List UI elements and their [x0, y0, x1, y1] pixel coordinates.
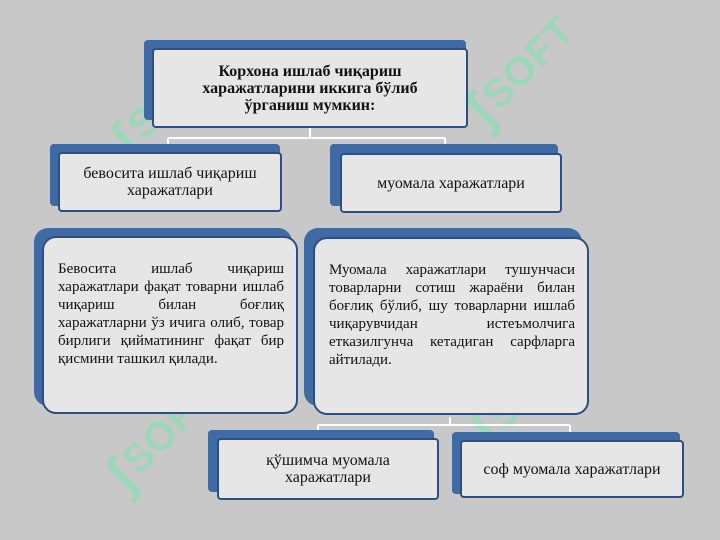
- left-description-text: Бевосита ишлаб чиқариш харажатлари фақат…: [58, 261, 284, 367]
- left-title-node: бевосита ишлаб чиқариш харажатлари: [58, 152, 282, 212]
- left-description-node: Бевосита ишлаб чиқариш харажатлари фақат…: [42, 236, 298, 414]
- right-description-node: Муомала харажатлари тушунчаси товарларни…: [313, 237, 589, 415]
- root-node: Корхона ишлаб чиқариш харажатларини икки…: [152, 48, 468, 128]
- root-node-label: Корхона ишлаб чиқариш харажатларини икки…: [202, 62, 418, 114]
- right-title-node: муомала харажатлари: [340, 153, 562, 213]
- left-title-label: бевосита ишлаб чиқариш харажатлари: [83, 165, 257, 199]
- right-description-text: Муомала харажатлари тушунчаси товарларни…: [329, 262, 575, 368]
- sub-node-additional-label: қўшимча муомала харажатлари: [266, 452, 390, 486]
- sub-node-net: соф муомала харажатлари: [460, 440, 684, 498]
- sub-node-additional: қўшимча муомала харажатлари: [217, 438, 439, 500]
- right-title-label: муомала харажатлари: [377, 174, 525, 192]
- sub-node-net-label: соф муомала харажатлари: [483, 460, 661, 478]
